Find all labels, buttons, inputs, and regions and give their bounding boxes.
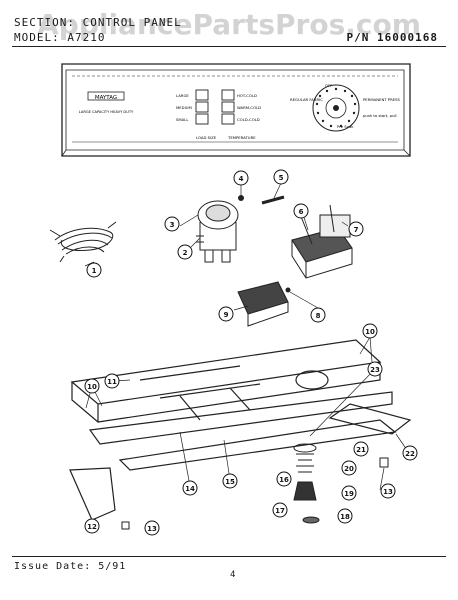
label-permanent-press: PERMANENT PRESS [363,97,401,102]
svg-text:20: 20 [344,465,354,473]
svg-text:6: 6 [299,208,304,216]
svg-text:11: 11 [107,378,117,386]
label-cold-cold: COLD-COLD [237,117,260,122]
brand-badge: MAYTAG LARGE CAPACITY HEAVY DUTY [79,91,134,114]
svg-text:2: 2 [183,249,188,257]
label-small: SMALL [176,117,189,122]
wire-harness [49,221,117,263]
watermark: AppliancePartsPros.com [37,8,421,41]
issue-date: Issue Date: 5/91 [14,561,127,572]
svg-text:7: 7 [354,226,359,234]
fastener-stack [121,443,389,530]
caption-temperature: TEMPERATURE [227,135,256,140]
timer-motor [291,204,353,279]
section-title: SECTION: CONTROL PANEL [14,16,182,29]
part-number: P/N 16000168 [346,31,438,44]
callout-2: 2 [177,244,193,260]
callout-8: 8 [310,307,326,323]
svg-text:4: 4 [239,175,244,183]
label-off: OFF [325,83,332,88]
svg-text:13: 13 [147,525,157,533]
svg-text:14: 14 [185,485,195,493]
control-panel-front [61,63,411,157]
load-size-buttons [195,89,235,125]
svg-text:13: 13 [383,488,393,496]
svg-text:10: 10 [365,328,375,336]
callout-9: 9 [218,306,234,322]
selector-switch [196,200,239,263]
callout-10b: 10 [84,378,100,394]
callout-18: 18 [337,508,353,524]
callout-14: 14 [182,480,198,496]
callout-12: 12 [84,518,100,534]
svg-text:22: 22 [405,450,415,458]
callout-19: 19 [341,485,357,501]
page-number: 4 [230,570,236,580]
svg-text:23: 23 [370,366,380,374]
caption-load-size: LOAD SIZE [196,135,217,140]
svg-text:19: 19 [344,490,354,498]
label-warm-cold: WARM-COLD [237,105,261,110]
callout-23: 23 [367,361,383,377]
callout-11: 11 [104,373,120,389]
callout-4: 4 [233,170,249,186]
timer-dial [312,84,360,132]
svg-text:12: 12 [87,523,97,531]
callout-15: 15 [222,473,238,489]
svg-text:9: 9 [224,311,229,319]
callout-5: 5 [273,169,289,185]
svg-text:15: 15 [225,478,235,486]
label-presoak: Pre Soak [337,124,354,129]
svg-text:8: 8 [316,312,321,320]
svg-text:21: 21 [356,446,366,454]
svg-text:3: 3 [170,221,175,229]
label-regular-fabric: REGULAR FABRIC [290,97,323,102]
callout-17: 17 [272,502,288,518]
label-push-start: push to start, pull [363,113,397,118]
callout-1: 1 [86,262,102,278]
label-large: LARGE [176,93,189,98]
svg-text:10: 10 [87,383,97,391]
header-rule [12,46,446,47]
callout-21: 21 [353,441,369,457]
svg-text:1: 1 [92,267,97,275]
callout-7: 7 [348,221,364,237]
callout-20: 20 [341,460,357,476]
leader-lines [84,182,410,491]
screw-and-pin [238,195,285,205]
capacity-text: LARGE CAPACITY HEAVY DUTY [79,110,134,114]
label-hot-cold: HOT-COLD [237,93,257,98]
callout-13b: 13 [380,483,396,499]
label-medium: MEDIUM [176,105,192,110]
callout-10a: 10 [362,323,378,339]
brand-text: MAYTAG [95,95,117,101]
callout-6: 6 [293,203,309,219]
svg-text:16: 16 [279,476,289,484]
button-labels: LARGE MEDIUM SMALL HOT-COLD WARM-COLD CO… [176,83,401,140]
svg-text:18: 18 [340,513,350,521]
callout-3: 3 [164,216,180,232]
model-label: MODEL: A7210 [14,31,106,44]
footer-rule [12,556,446,557]
callout-16: 16 [276,471,292,487]
svg-text:17: 17 [275,507,285,515]
callout-13a: 13 [144,520,160,536]
svg-text:5: 5 [279,174,284,182]
callout-22: 22 [402,445,418,461]
